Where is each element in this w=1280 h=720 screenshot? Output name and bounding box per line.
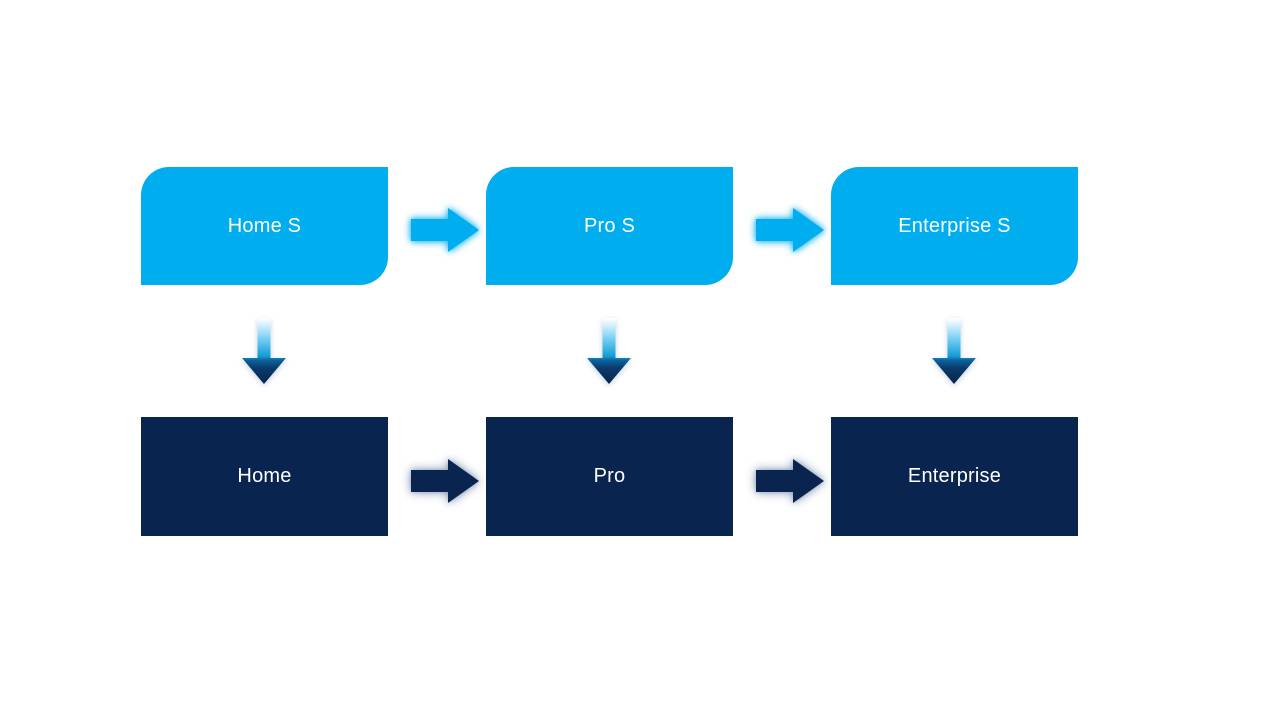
down-arrow-icon — [241, 318, 287, 384]
box-label: Enterprise — [907, 465, 1002, 487]
box-pro: Pro — [486, 417, 733, 536]
right-arrow-icon — [411, 459, 479, 503]
box-home: Home — [141, 417, 388, 536]
box-enterprise-s: Enterprise S — [831, 167, 1078, 285]
right-arrow-icon — [411, 208, 479, 252]
box-enterprise: Enterprise — [831, 417, 1078, 536]
box-pro-s: Pro S — [486, 167, 733, 285]
right-arrow-icon — [756, 208, 824, 252]
down-arrow-icon — [931, 318, 977, 384]
box-label: Home S — [227, 214, 302, 237]
box-label: Home — [237, 465, 292, 487]
right-arrow-icon — [756, 459, 824, 503]
down-arrow-icon — [586, 318, 632, 384]
box-label: Enterprise S — [898, 214, 1011, 237]
box-label: Pro S — [583, 214, 636, 237]
box-home-s: Home S — [141, 167, 388, 285]
box-label: Pro — [593, 465, 626, 487]
